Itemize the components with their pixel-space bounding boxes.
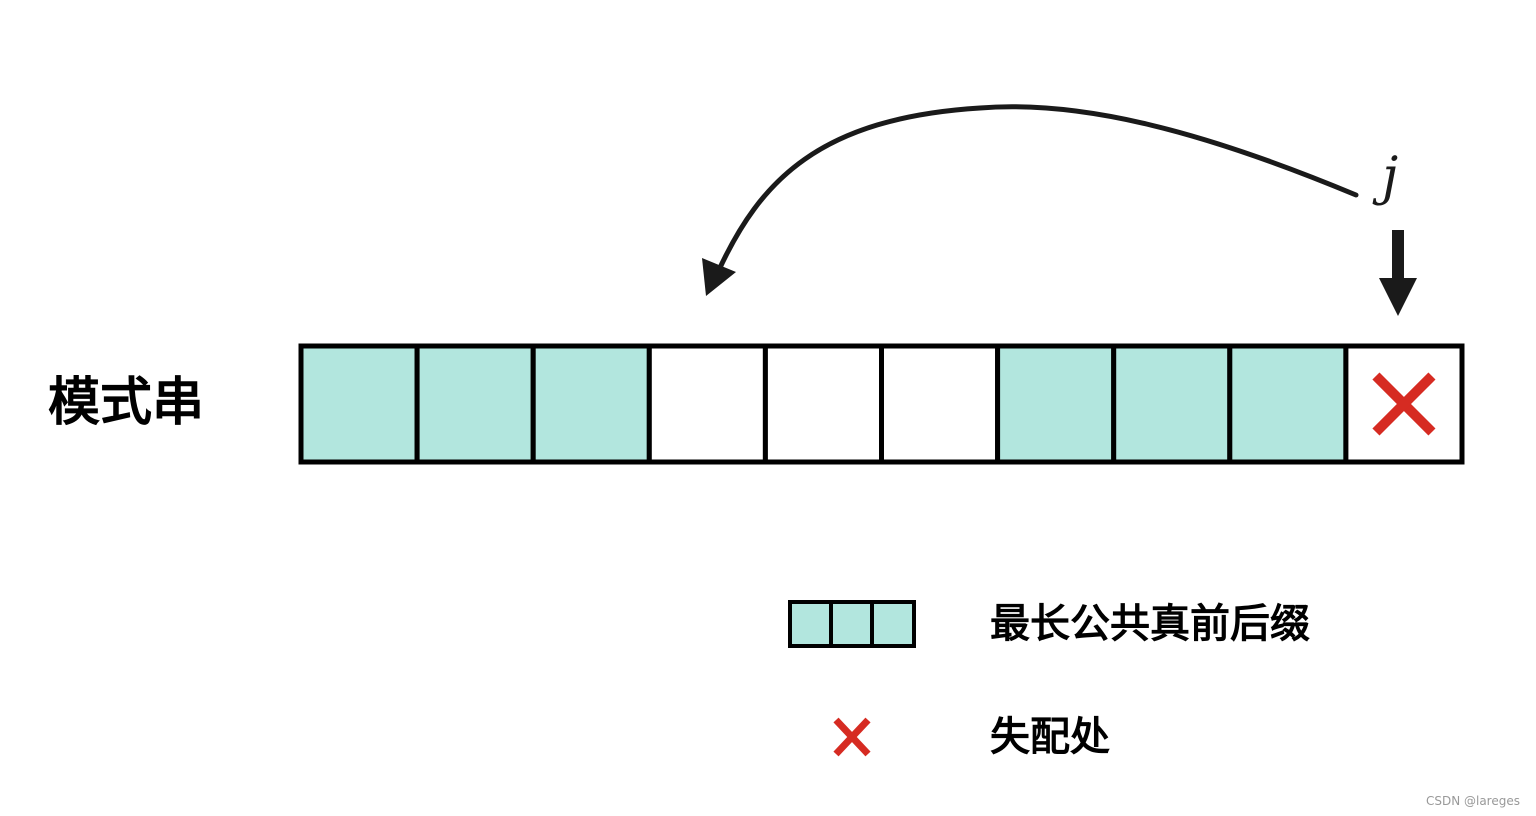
pattern-cell-7 — [995, 343, 1117, 465]
pattern-string-label: 模式串 — [48, 373, 205, 433]
red-cross-icon — [833, 717, 871, 757]
pattern-cell-9 — [1227, 343, 1349, 465]
jump-back-arrow — [715, 104, 1359, 275]
watermark: CSDN @lareges — [1425, 794, 1520, 808]
pointer-j-label: j — [1382, 147, 1399, 207]
pattern-cell-2 — [414, 343, 536, 465]
legend-label-prefix-suffix: 最长公共真前后缀 — [990, 601, 1310, 647]
pattern-cell-3 — [530, 343, 652, 465]
legend-label-mismatch: 失配处 — [990, 714, 1110, 760]
pattern-cell-4 — [646, 343, 768, 465]
pointer-arrowhead — [1379, 278, 1417, 316]
jump-back-arrowhead — [702, 258, 736, 296]
pattern-cell-1 — [298, 343, 420, 465]
pattern-string — [298, 343, 1465, 465]
pattern-cell-10 — [1343, 343, 1465, 465]
pattern-cell-5 — [762, 343, 885, 465]
pattern-cell-6 — [879, 343, 1001, 465]
pointer-arrow-shaft — [1392, 230, 1404, 282]
pattern-cell-8 — [1111, 343, 1233, 465]
legend-swatch — [788, 600, 916, 648]
mismatch-cross-icon — [1372, 372, 1436, 436]
